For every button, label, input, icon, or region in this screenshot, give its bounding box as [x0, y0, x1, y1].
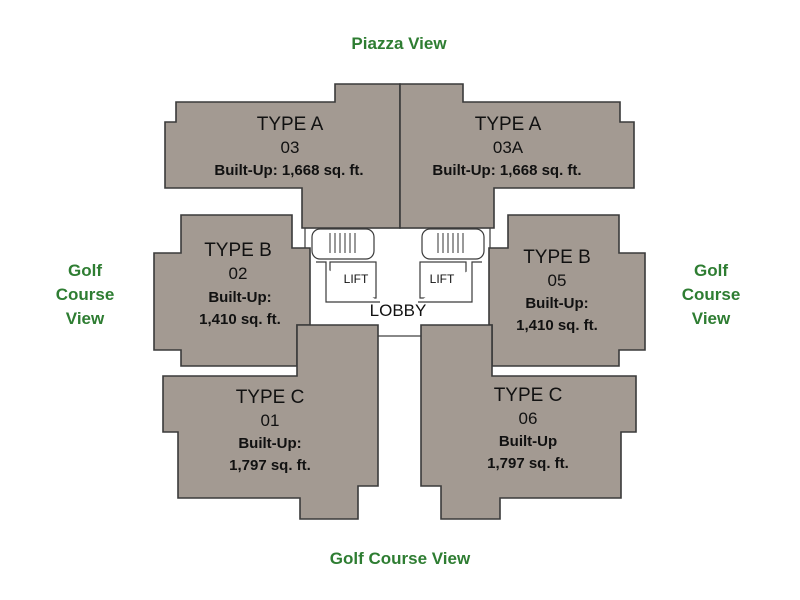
unit-type-label: TYPE B	[204, 240, 272, 261]
unit-number-label: 01	[261, 411, 280, 430]
unit-area-label: 1,797 sq. ft.	[487, 455, 569, 472]
label-c01: TYPE C 01 Built-Up: 1,797 sq. ft.	[229, 387, 311, 474]
unit-area-label: 1,410 sq. ft.	[516, 317, 598, 334]
unit-builtup-label: Built-Up:	[525, 295, 588, 312]
stair-left-treads	[329, 233, 356, 253]
label-c06: TYPE C 06 Built-Up 1,797 sq. ft.	[487, 385, 569, 472]
stair-right-treads	[437, 233, 464, 253]
view-bottom: Golf Course View	[330, 549, 471, 568]
view-right-line-1: Golf	[694, 261, 728, 280]
unit-type-label: TYPE C	[236, 387, 305, 408]
unit-type-label: TYPE A	[475, 114, 542, 135]
unit-type-label: TYPE C	[494, 385, 563, 406]
view-right-line-3: View	[692, 309, 731, 328]
unit-type-a-03[interactable]	[164, 83, 401, 229]
unit-type-label: TYPE A	[257, 114, 324, 135]
unit-type-a-03a[interactable]	[399, 83, 635, 229]
view-left-line-2: Course	[56, 285, 115, 304]
unit-number-label: 02	[229, 264, 248, 283]
lift-left-label: LIFT	[344, 272, 369, 286]
unit-type-b-05[interactable]	[488, 214, 646, 367]
view-top: Piazza View	[351, 34, 447, 53]
lift-right-label: LIFT	[430, 272, 455, 286]
unit-type-label: TYPE B	[523, 247, 591, 268]
view-left-line-3: View	[66, 309, 105, 328]
lobby-label: LOBBY	[370, 301, 427, 320]
unit-area-label: 1,797 sq. ft.	[229, 457, 311, 474]
unit-number-label: 06	[519, 409, 538, 428]
unit-number-label: 03A	[493, 138, 524, 157]
view-left: Golf Course View	[56, 261, 115, 328]
unit-type-c-06[interactable]	[420, 324, 637, 520]
unit-builtup-label: Built-Up:	[238, 435, 301, 452]
view-left-line-1: Golf	[68, 261, 102, 280]
label-b05: TYPE B 05 Built-Up: 1,410 sq. ft.	[516, 247, 598, 334]
label-a03a: TYPE A 03A Built-Up: 1,668 sq. ft.	[432, 114, 581, 179]
corridor-line-right	[418, 261, 482, 303]
unit-builtup-label: Built-Up: 1,668 sq. ft.	[432, 162, 581, 179]
label-b02: TYPE B 02 Built-Up: 1,410 sq. ft.	[199, 240, 281, 328]
unit-area-label: 1,410 sq. ft.	[199, 311, 281, 328]
view-right: Golf Course View	[682, 261, 741, 328]
stair-left	[311, 228, 375, 260]
unit-number-label: 03	[281, 138, 300, 157]
unit-type-c-01[interactable]	[162, 324, 379, 520]
corridor-line-left	[316, 261, 380, 303]
unit-builtup-label: Built-Up: 1,668 sq. ft.	[214, 162, 363, 179]
unit-builtup-label: Built-Up:	[208, 289, 271, 306]
label-a03: TYPE A 03 Built-Up: 1,668 sq. ft.	[214, 114, 363, 179]
unit-builtup-label: Built-Up	[499, 433, 557, 450]
view-right-line-2: Course	[682, 285, 741, 304]
unit-number-label: 05	[548, 271, 567, 290]
